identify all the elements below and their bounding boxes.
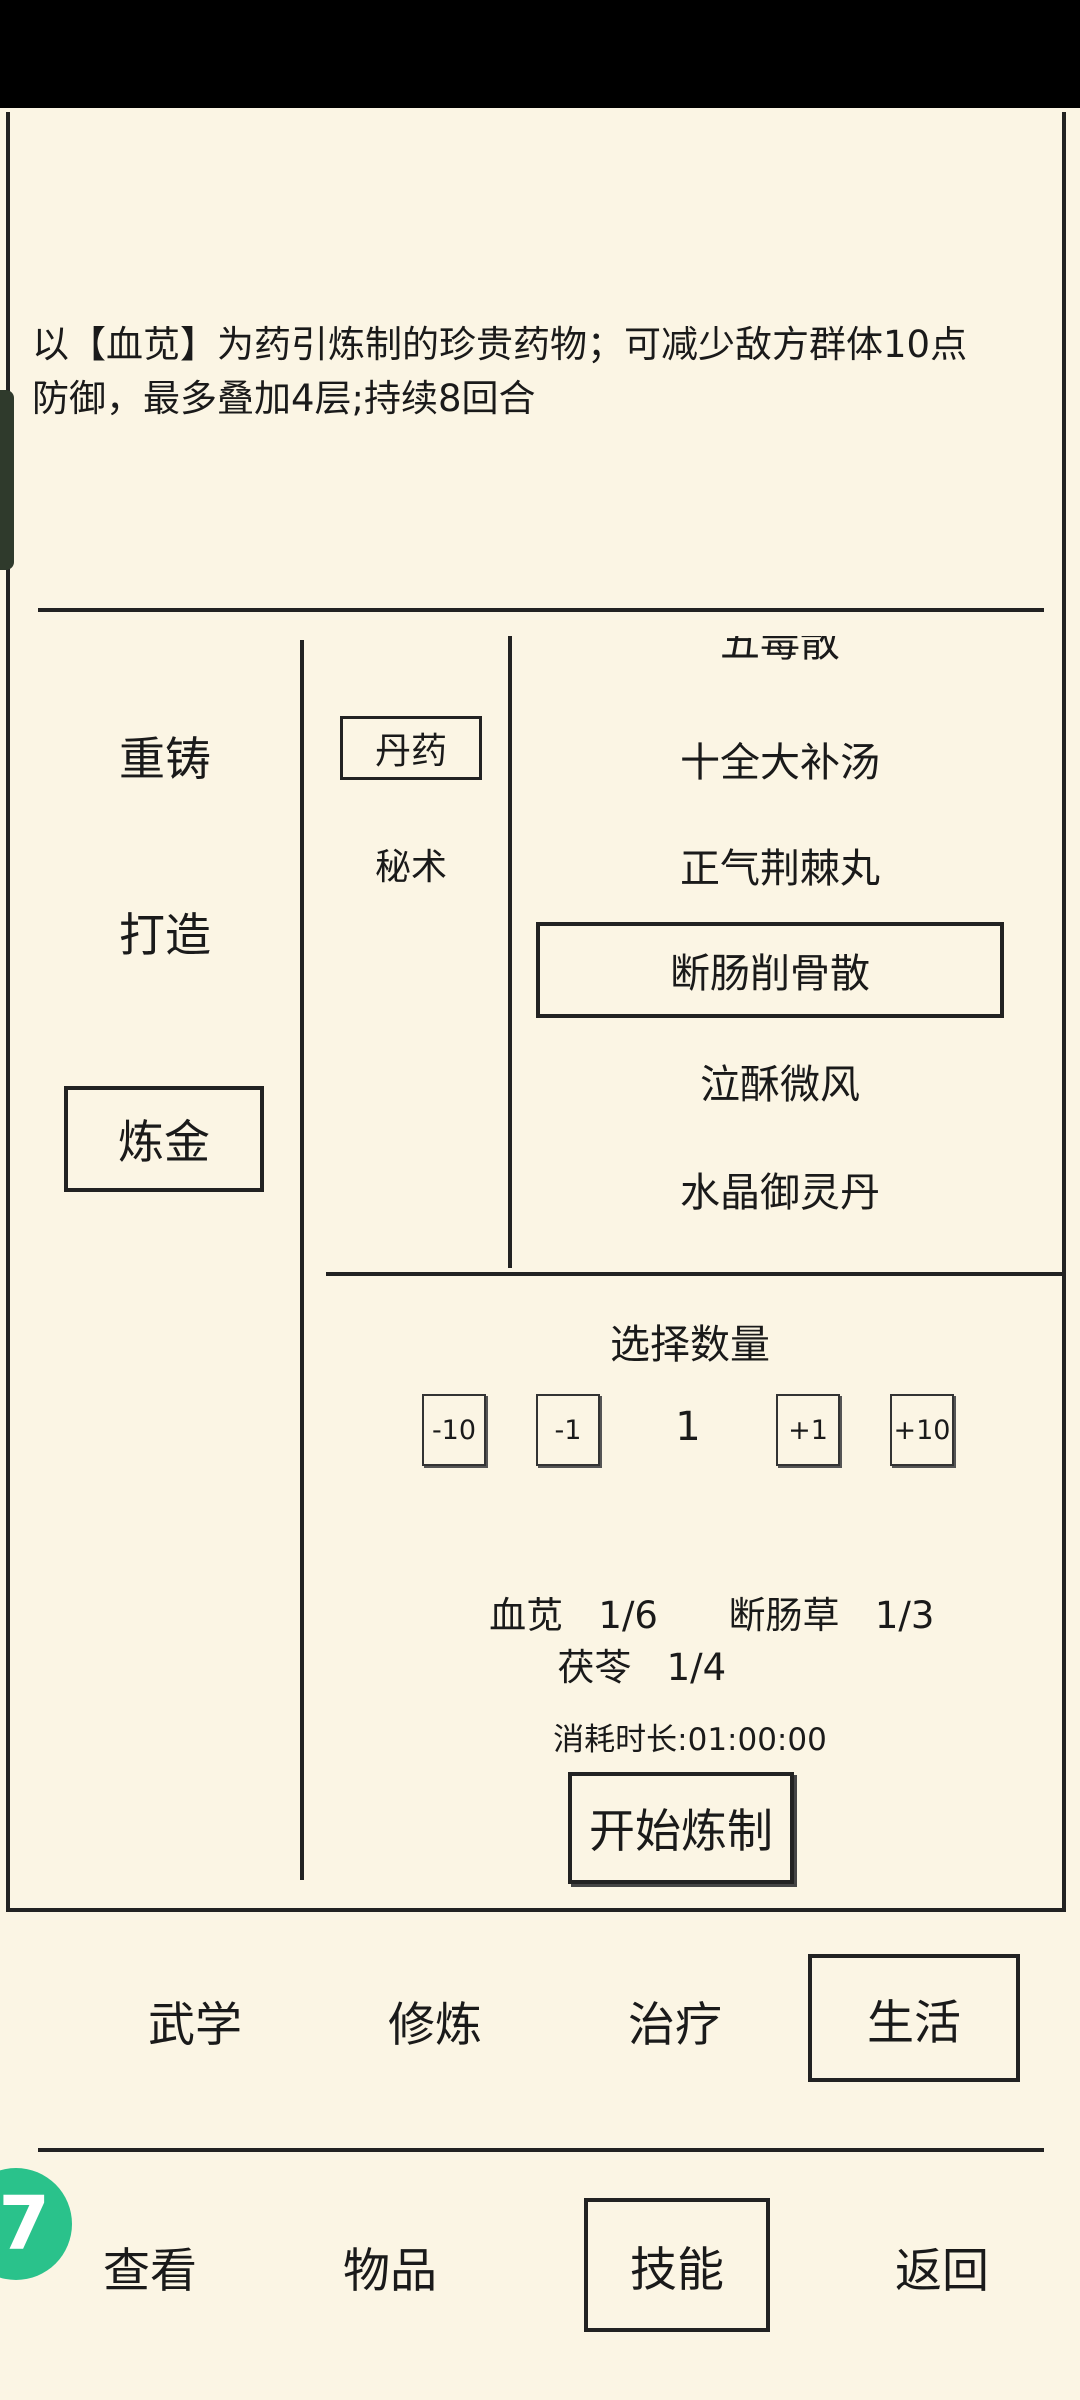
- category-secret-arts[interactable]: 秘术: [340, 832, 482, 896]
- frame-border-left: [6, 112, 10, 1912]
- tab-martial-arts[interactable]: 武学: [90, 1980, 300, 2060]
- material-quantity: 1/4: [666, 1646, 727, 1689]
- nav-label: 物品: [343, 2243, 437, 2299]
- category-label: 秘术: [374, 847, 447, 888]
- nav-label: 查看: [103, 2243, 197, 2299]
- start-crafting-label: 开始炼制: [589, 1804, 773, 1858]
- material-quantity: 1/3: [874, 1594, 935, 1637]
- recipe-label: 正气荆棘丸: [680, 846, 880, 892]
- duration-text: 消耗时长:01:00:00: [553, 1722, 827, 1758]
- divider-category-menu: [508, 636, 512, 1268]
- badge-number: 7: [0, 2181, 50, 2267]
- recipe-label: 断肠削骨散: [670, 951, 870, 997]
- category-label: 丹药: [374, 731, 447, 772]
- nav-skills[interactable]: 技能: [584, 2198, 770, 2332]
- craft-item-label: 打造: [119, 908, 211, 962]
- recipe-label: 十全大补汤: [680, 740, 880, 786]
- quantity-title: 选择数量: [610, 1322, 770, 1368]
- nav-items[interactable]: 物品: [290, 2226, 490, 2306]
- recipe-item-partial[interactable]: 五毒散: [540, 636, 1020, 672]
- recipe-item-selected[interactable]: 断肠削骨散: [536, 922, 1004, 1018]
- recipe-item[interactable]: 正气荆棘丸: [540, 836, 1020, 894]
- craft-item-forge[interactable]: 打造: [70, 896, 260, 968]
- craft-item-label: 炼金: [118, 1115, 210, 1169]
- recipe-label: 泣酥微风: [700, 1062, 860, 1108]
- material-quantity: 1/6: [598, 1594, 658, 1637]
- material-line-2: 茯苓 1/4: [520, 1594, 740, 1691]
- quantity-plus1-button[interactable]: +1: [776, 1394, 840, 1466]
- divider-description: [38, 608, 1044, 612]
- divider-quantity: [326, 1272, 1064, 1276]
- tab-life[interactable]: 生活: [808, 1954, 1020, 2082]
- description-line-2: 防御，最多叠加4层;持续8回合: [32, 377, 536, 420]
- quantity-plus10-button[interactable]: +10: [890, 1394, 954, 1466]
- recipe-label: 五毒散: [720, 636, 840, 666]
- craft-item-alchemy[interactable]: 炼金: [64, 1086, 264, 1192]
- recipe-item[interactable]: 十全大补汤: [540, 730, 1020, 788]
- craft-item-label: 重铸: [119, 732, 211, 786]
- nav-label: 返回: [895, 2243, 989, 2299]
- tab-label: 武学: [148, 1997, 242, 2053]
- description-line-1: 以【血苋】为药引炼制的珍贵药物；可减少敌方群体10点: [32, 323, 968, 366]
- tab-label: 修炼: [388, 1997, 482, 2053]
- nav-view[interactable]: 查看: [50, 2226, 250, 2306]
- tab-cultivation[interactable]: 修炼: [330, 1980, 540, 2060]
- recipe-label: 水晶御灵丹: [680, 1170, 880, 1216]
- material-name: 断肠草: [728, 1594, 840, 1637]
- item-description: 以【血苋】为药引炼制的珍贵药物；可减少敌方群体10点 防御，最多叠加4层;持续8…: [32, 318, 1032, 426]
- divider-panel-bottom: [6, 1908, 1066, 1912]
- material-name: 茯苓: [557, 1646, 632, 1689]
- material-name: 血苋: [489, 1594, 564, 1637]
- status-bar: [0, 0, 1080, 108]
- quantity-minus10-button[interactable]: -10: [422, 1394, 486, 1466]
- nav-back[interactable]: 返回: [842, 2226, 1042, 2306]
- tab-healing[interactable]: 治疗: [570, 1980, 780, 2060]
- craft-item-reforge[interactable]: 重铸: [70, 720, 260, 792]
- floating-side-tab[interactable]: [0, 390, 14, 570]
- divider-bottom-nav: [38, 2148, 1044, 2152]
- divider-craft-menu: [300, 640, 304, 1880]
- tab-label: 治疗: [628, 1997, 722, 2053]
- category-pills[interactable]: 丹药: [340, 716, 482, 780]
- quantity-minus1-button[interactable]: -1: [536, 1394, 600, 1466]
- start-crafting-button[interactable]: 开始炼制: [568, 1772, 794, 1884]
- nav-label: 技能: [630, 2242, 724, 2298]
- recipe-item[interactable]: 水晶御灵丹: [540, 1160, 1020, 1218]
- material-line-1: 血苋 1/6 断肠草 1/3: [460, 1542, 940, 1639]
- tab-label: 生活: [867, 1995, 961, 2051]
- recipe-item[interactable]: 泣酥微风: [540, 1052, 1020, 1110]
- quantity-value: 1: [675, 1404, 701, 1450]
- frame-border-right: [1062, 112, 1066, 1912]
